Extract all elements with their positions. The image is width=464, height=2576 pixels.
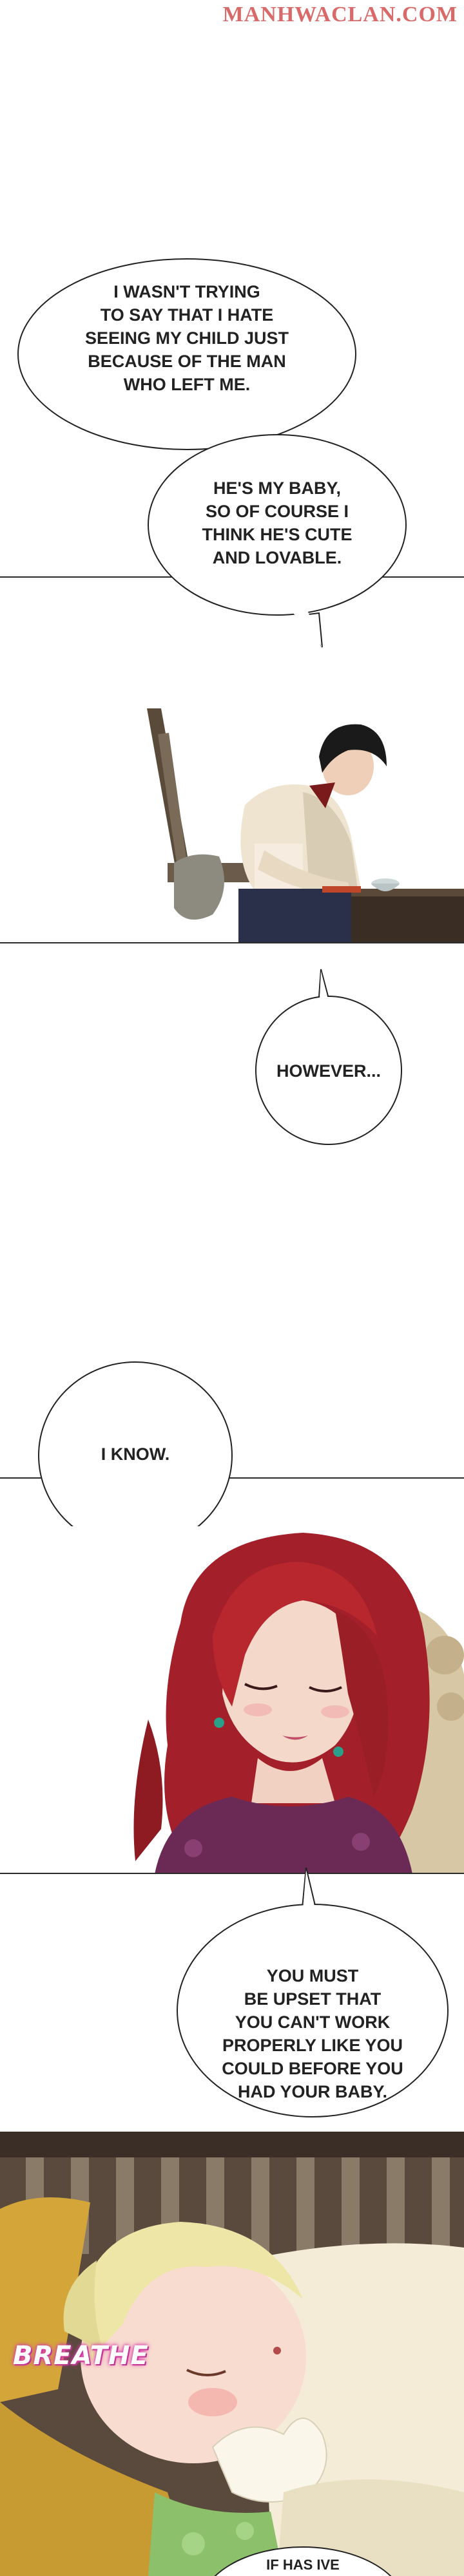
watermark-text: MANHWACLAN.COM [222, 3, 458, 26]
speech-bubble-5-graphic [177, 1868, 449, 2117]
sfx-breathe: BREATHE [13, 2341, 149, 2371]
speech-bubble-3-graphic [255, 969, 402, 1145]
top-bubbles-graphic [0, 258, 464, 648]
speech-bubble-5-text: YOU MUST BE UPSET THAT YOU CAN'T WORK PR… [222, 1966, 403, 2101]
speech-bubble-1-text: I WASN'T TRYING TO SAY THAT I HATE SEEIN… [84, 282, 289, 394]
panel-baby: BREATHE [0, 2132, 464, 2576]
sleeping-baby-illustration [0, 2132, 464, 2576]
panel-woman [0, 1526, 464, 1874]
speech-bubble-2-text: HE'S MY BABY, SO OF COURSE I THINK HE'S … [202, 478, 353, 567]
speech-bubble-6-text: IF HAS IVE [266, 2557, 340, 2573]
speech-bubble-3-text: HOWEVER... [276, 1061, 381, 1081]
panel-divider [0, 942, 464, 943]
panel-man-seated [0, 696, 464, 943]
man-seated-illustration [0, 696, 464, 943]
speech-bubble-6-graphic [214, 2546, 392, 2576]
panel-divider [0, 1873, 464, 1874]
speech-bubble-4-text: I KNOW. [101, 1444, 170, 1464]
red-haired-woman-illustration [0, 1526, 464, 1874]
